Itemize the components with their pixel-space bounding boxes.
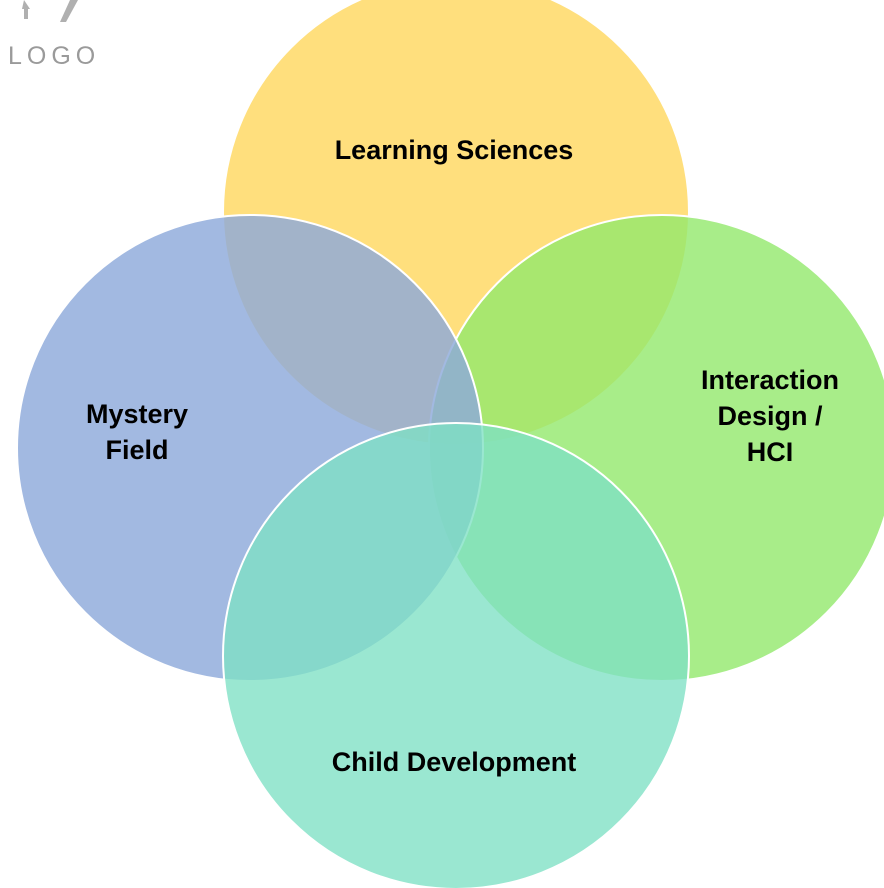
venn-label-line: Interaction <box>701 365 839 395</box>
venn-label-line: Learning Sciences <box>335 135 574 165</box>
logo-text: LOGO <box>8 42 101 70</box>
venn-label-line: HCI <box>747 437 794 467</box>
venn-label-learning-sciences: Learning Sciences <box>335 135 574 165</box>
venn-label-line: Mystery <box>86 399 188 429</box>
venn-label-line: Design / <box>717 401 823 431</box>
logo: LOGO <box>0 0 140 80</box>
venn-label-line: Field <box>105 435 168 465</box>
venn-label-line: Child Development <box>332 747 577 777</box>
venn-circle-child-development <box>222 422 690 888</box>
logo-mark-icon <box>22 0 78 22</box>
venn-label-child-development: Child Development <box>332 747 577 777</box>
